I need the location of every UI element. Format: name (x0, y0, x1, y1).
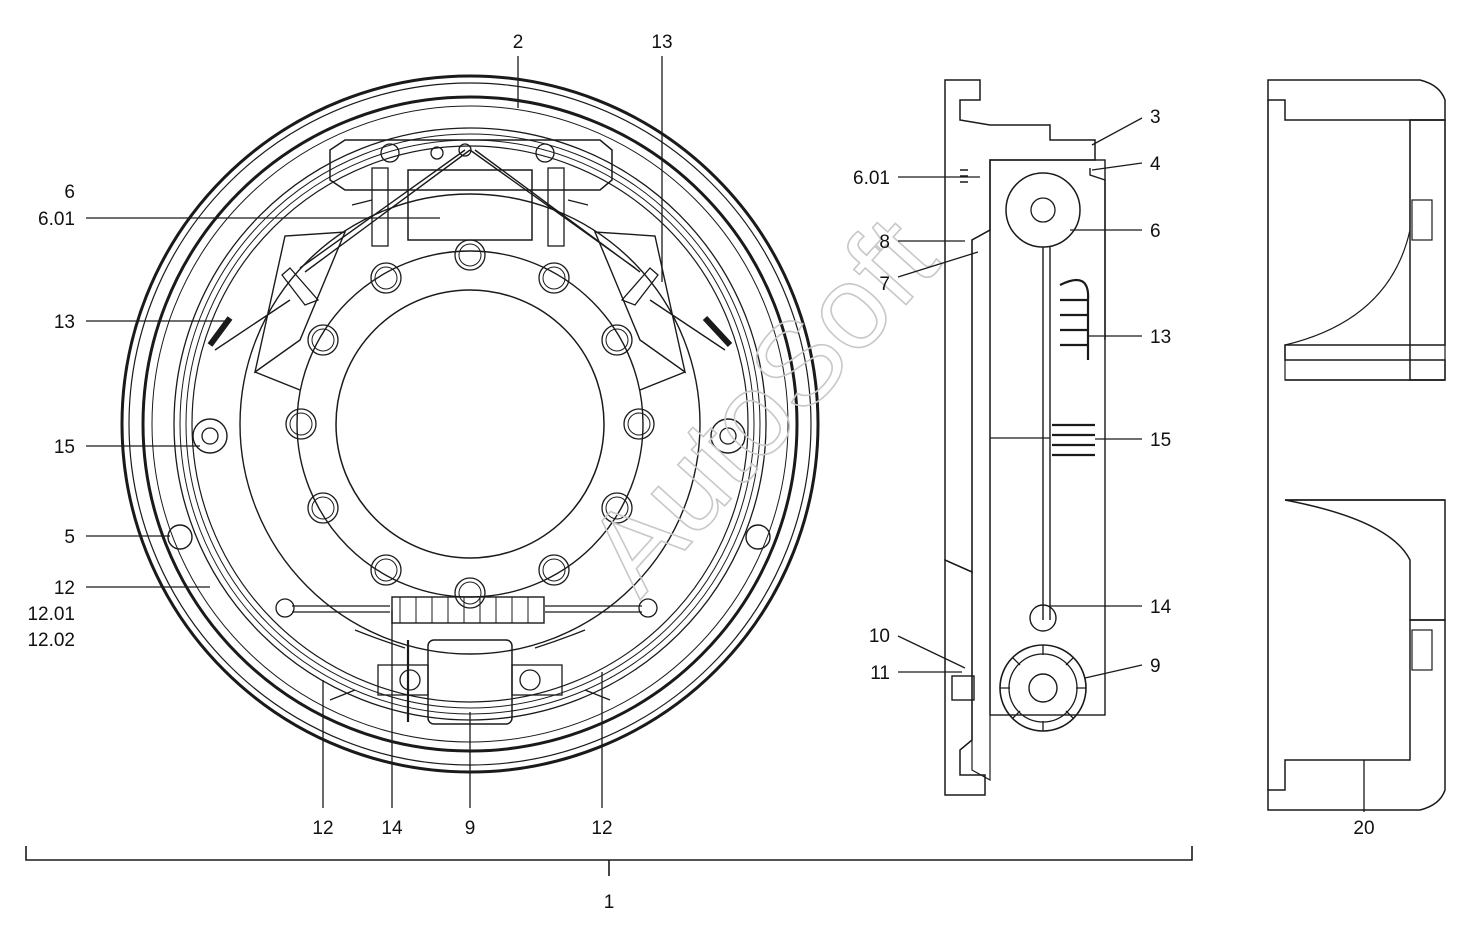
label-6-side: 6 (1150, 221, 1161, 242)
label-4-side: 4 (1150, 154, 1161, 175)
label-12-left: 12 (54, 578, 75, 599)
label-13-top: 13 (651, 32, 672, 53)
hold-down-pins (167, 418, 771, 550)
label-6-01-left: 6.01 (38, 209, 75, 230)
label-5-left: 5 (64, 527, 75, 548)
hub-bolt-holes (285, 239, 655, 609)
adjuster-gear (999, 644, 1087, 732)
watermark: AutoSoft (561, 193, 962, 618)
label-15-left: 15 (54, 437, 75, 458)
label-3-side: 3 (1150, 107, 1161, 128)
drum-section-view (1267, 79, 1446, 811)
side-section-view (944, 79, 1106, 796)
label-10-side: 10 (869, 626, 890, 647)
label-9-side: 9 (1150, 656, 1161, 677)
label-20-drum: 20 (1353, 818, 1374, 839)
label-6-left: 6 (64, 182, 75, 203)
label-8-side: 8 (879, 232, 890, 253)
label-12-bottom-right: 12 (591, 818, 612, 839)
label-11-side: 11 (870, 663, 890, 684)
label-2-top: 2 (513, 32, 524, 53)
label-12-01-left: 12.01 (27, 604, 75, 625)
label-12-bottom-left: 12 (312, 818, 333, 839)
leader-lines (25, 56, 1365, 876)
label-14-bottom: 14 (381, 818, 403, 839)
bottom-spring-and-adjuster (275, 596, 658, 725)
anchor-block (329, 139, 613, 247)
label-1-assembly: 1 (604, 892, 615, 913)
label-7-side: 7 (879, 274, 890, 295)
label-12-02-left: 12.02 (27, 630, 75, 651)
shoe-left (253, 231, 347, 391)
label-13-left: 13 (54, 312, 75, 333)
label-15-side: 15 (1150, 430, 1171, 451)
part-labels: 2 13 6 6.01 13 15 5 12 12.01 12.02 12 14… (27, 32, 1374, 913)
return-springs-top (207, 149, 733, 351)
label-6-01-side: 6.01 (853, 168, 890, 189)
label-14-side: 14 (1150, 597, 1172, 618)
label-13-side: 13 (1150, 327, 1171, 348)
shoe-right (593, 231, 687, 391)
label-9-bottom: 9 (465, 818, 476, 839)
